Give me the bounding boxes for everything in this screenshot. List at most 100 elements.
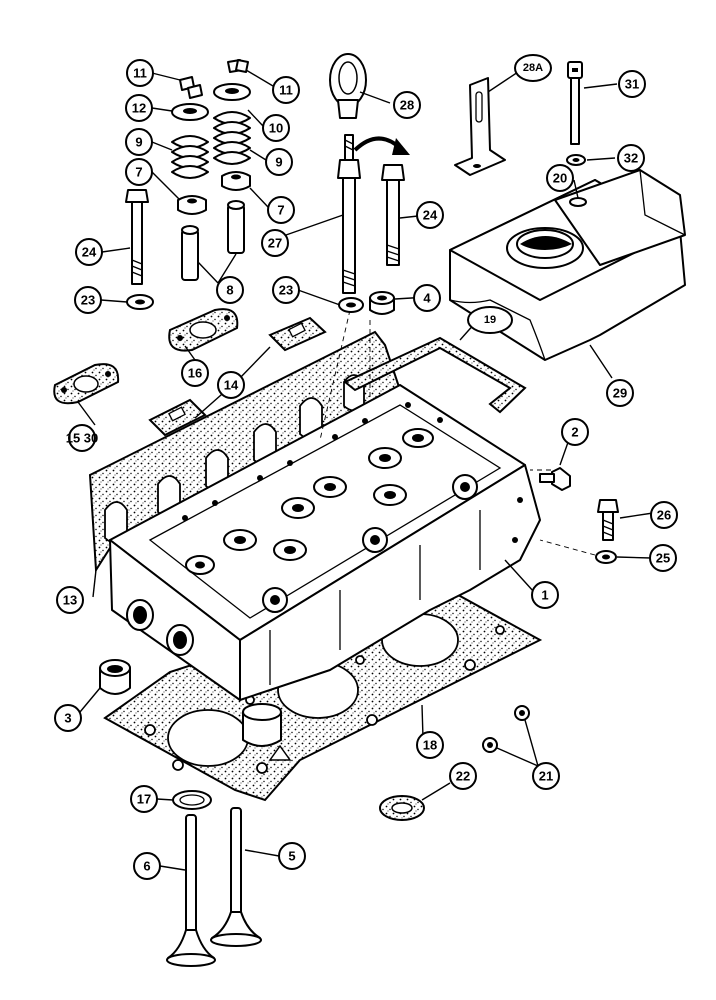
svg-text:11: 11	[279, 83, 293, 98]
callout-20: 16	[181, 359, 209, 387]
svg-text:13: 13	[63, 593, 77, 608]
valve-collets-right	[227, 59, 249, 73]
valve-collets-left	[179, 76, 203, 99]
cylinder-head-gasket	[103, 583, 543, 802]
svg-text:18: 18	[423, 738, 437, 753]
svg-text:4: 4	[423, 291, 431, 306]
svg-text:28: 28	[400, 98, 414, 113]
valve-spring-right	[213, 111, 251, 165]
callout-25: 25	[649, 544, 677, 572]
svg-text:26: 26	[657, 508, 671, 523]
svg-text:17: 17	[137, 792, 151, 807]
callout-32: 32	[617, 144, 645, 172]
injector-bosses	[262, 474, 478, 613]
callout-26: 26	[650, 501, 678, 529]
spring-seat-left	[177, 195, 207, 215]
copper-washer-22	[379, 795, 425, 821]
svg-text:10: 10	[269, 121, 283, 136]
callout-11-left: 11	[126, 59, 154, 87]
svg-text:7: 7	[135, 165, 142, 180]
svg-text:23: 23	[81, 293, 95, 308]
callout-7-right: 7	[267, 196, 295, 224]
svg-text:6: 6	[143, 859, 150, 874]
svg-text:32: 32	[624, 151, 638, 166]
callout-18: 14	[217, 371, 245, 399]
svg-text:7: 7	[277, 203, 284, 218]
svg-text:31: 31	[625, 77, 639, 92]
bolt-31	[567, 61, 583, 145]
plug-2	[539, 467, 571, 491]
callout-29: 29	[606, 379, 634, 407]
gasket-19	[53, 363, 120, 405]
callout-4: 4	[413, 284, 441, 312]
svg-text:23: 23	[279, 283, 293, 298]
spacer-4	[369, 291, 395, 315]
callout-13: 17	[130, 785, 158, 813]
gasket-20	[168, 308, 239, 352]
callout-6: 6	[133, 852, 161, 880]
callout-23-center: 23	[272, 276, 300, 304]
callout-9-right: 9	[265, 148, 293, 176]
callout-7-left: 7	[125, 158, 153, 186]
callout-16: 20	[546, 164, 574, 192]
svg-text:2: 2	[571, 425, 578, 440]
sealing-plug-3	[99, 659, 131, 695]
callout-10: 10	[262, 114, 290, 142]
callout-9-left: 9	[125, 128, 153, 156]
washers-21	[482, 705, 530, 753]
washer-23-left	[126, 294, 154, 310]
head-bolt-24-left	[125, 189, 149, 285]
valve-seal-13	[172, 790, 212, 810]
spring-cap-12-left	[171, 103, 209, 121]
svg-text:16: 16	[188, 366, 202, 381]
callout-24-right: 24	[416, 201, 444, 229]
callout-8: 8	[216, 276, 244, 304]
rocker-cover-gasket	[343, 336, 527, 414]
callout-27: 27	[261, 229, 289, 257]
svg-text:24: 24	[423, 208, 438, 223]
callout-28a: 28A	[514, 54, 552, 82]
valve-bosses	[185, 428, 434, 575]
callout-11-right: 11	[272, 76, 300, 104]
svg-text:12: 12	[132, 101, 146, 116]
svg-text:21: 21	[539, 769, 553, 784]
head-bolt-24-right	[381, 164, 405, 266]
svg-text:20: 20	[553, 171, 567, 186]
svg-text:15 30: 15 30	[66, 431, 99, 446]
spring-seat-right	[221, 171, 251, 191]
svg-text:27: 27	[268, 236, 282, 251]
spring-cap-10	[213, 83, 251, 101]
svg-text:24: 24	[82, 245, 97, 260]
callout-15-30: 19	[467, 306, 513, 334]
callout-1: 1	[531, 581, 559, 609]
callout-22: 22	[449, 762, 477, 790]
callout-28: 28	[393, 91, 421, 119]
valve-guide-left	[181, 225, 199, 281]
leader-lines	[74, 69, 654, 871]
washer-23-center	[338, 297, 364, 313]
callout-2: 2	[561, 418, 589, 446]
callout-17: 13	[56, 586, 84, 614]
injector-sleeve	[242, 703, 282, 747]
valve-guide-right	[227, 200, 245, 254]
svg-text:25: 25	[656, 551, 670, 566]
callout-23-left: 23	[74, 286, 102, 314]
callout-31: 31	[618, 70, 646, 98]
curved-arrow	[353, 136, 410, 155]
stud-27	[337, 134, 361, 294]
callout-5: 5	[278, 842, 306, 870]
callouts: 11 11 12 10 9 9 7 7 8 24 23 16 14 15 30 …	[54, 54, 678, 880]
svg-text:28A: 28A	[523, 62, 543, 74]
washer-25	[595, 550, 617, 564]
svg-text:1: 1	[541, 588, 548, 603]
bolt-26	[597, 499, 619, 541]
inlet-valve	[210, 807, 262, 947]
washer-32	[566, 154, 586, 166]
callout-19: 15 30	[66, 424, 99, 452]
svg-text:9: 9	[275, 155, 282, 170]
valve-spring-left	[171, 135, 209, 179]
head-bolt-holes	[182, 402, 523, 543]
svg-text:3: 3	[64, 711, 71, 726]
cylinder-head	[109, 384, 541, 701]
gasket-18-upper	[268, 316, 327, 352]
